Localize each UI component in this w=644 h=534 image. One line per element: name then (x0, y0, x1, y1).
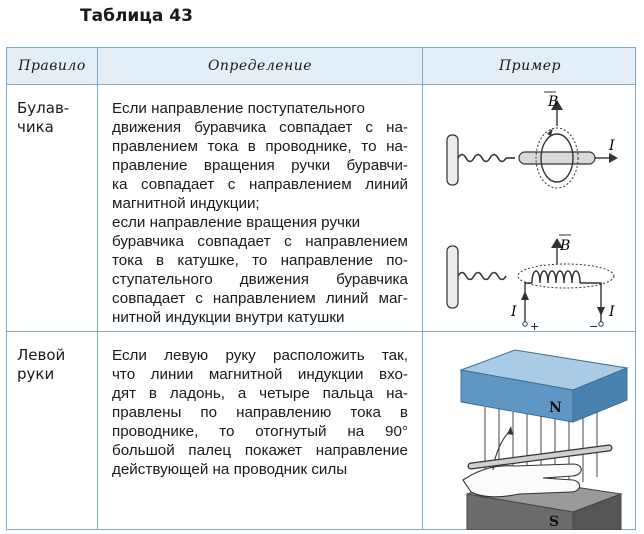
definition-line: если направление вращения ручки (112, 214, 361, 231)
definition-line: Если левую руку расположить так, (112, 347, 408, 364)
gimlet-screw (457, 153, 507, 163)
b-label: B (559, 238, 570, 254)
gimlet-handle (446, 245, 459, 309)
definition-gimlet: Если направление поступательного движени… (112, 99, 408, 327)
definition-line: тока в катушке, то направление по- (112, 252, 408, 269)
minus-terminal-label: − (589, 320, 598, 331)
table-caption: Таблица 43 (80, 6, 193, 26)
b-vector-arrow (551, 100, 563, 110)
definition-line: правлены по направлению тока в (112, 404, 408, 421)
definition-line: ка совпадает с направлением линий (112, 176, 408, 193)
current-arrow (521, 291, 529, 300)
definition-line: буравчика совпадает с направлением (112, 233, 408, 250)
field-line-loop (540, 133, 574, 183)
rule-name-line: чика (17, 118, 54, 136)
field-line-loop (517, 263, 615, 289)
current-label: I (510, 304, 517, 320)
header-definition: Определение (207, 58, 313, 74)
b-vector-arrow (551, 238, 563, 248)
definition-line: ступательного движения буравчика (112, 271, 408, 288)
left-hand (462, 463, 582, 498)
coil-diagram: B I I + − (446, 234, 615, 331)
straight-conductor-diagram: B I (446, 91, 618, 189)
rules-table: Правило Определение Пример Булав- чика Е… (6, 47, 636, 530)
rule-name-gimlet: Булав- чика (17, 99, 97, 137)
rule-name-line: руки (17, 365, 55, 383)
north-magnet: N (459, 349, 629, 423)
column-divider (97, 48, 98, 529)
south-magnet: S (466, 477, 623, 530)
definition-line: движения буравчика совпадает с на- (112, 119, 408, 136)
current-arrow (597, 307, 605, 316)
plus-terminal-label: + (530, 320, 539, 331)
table-header-row: Правило Определение Пример (7, 48, 635, 85)
header-example: Пример (498, 58, 562, 74)
rule-name-line: Булав- (17, 99, 70, 117)
definition-line: правлением тока в проводнике, то на- (112, 138, 408, 155)
definition-line: что линии магнитной индукции вхо- (112, 366, 408, 383)
south-pole-label: S (549, 514, 559, 530)
current-label: I (608, 138, 615, 154)
coil-turns (531, 270, 581, 284)
definition-left-hand: Если левую руку расположить так, что лин… (112, 346, 408, 479)
definition-line: проводнике, то отогнутый на 90° (112, 423, 408, 440)
coil-lead (524, 282, 532, 322)
conductor-rod (518, 151, 596, 165)
rule-name-line: Левой (17, 346, 66, 364)
definition-line: правление вращения ручки буравчи- (112, 157, 408, 174)
definition-line: нитной индукции внутри катушки (112, 309, 345, 326)
definition-line: большой палец покажет направление (112, 442, 408, 459)
coil-lead (580, 282, 602, 322)
definition-line: совпадает с направлением линий маг- (112, 290, 408, 307)
header-rule: Правило (18, 58, 86, 74)
definition-line: Если направление поступательного (112, 100, 365, 117)
force-arrow (507, 426, 513, 435)
rule-name-left-hand: Левой руки (17, 346, 97, 384)
north-pole-label: N (549, 400, 562, 416)
field-direction-arrow (547, 128, 553, 136)
row-divider (7, 331, 635, 332)
gimlet-handle (446, 134, 459, 186)
definition-line: дят в ладонь, а четыре пальца на- (112, 385, 408, 402)
current-arrow (609, 153, 618, 163)
gimlet-screw (457, 271, 507, 281)
column-divider (422, 48, 423, 529)
left-hand-rule-illustration: N S (459, 349, 629, 530)
gimlet-rule-illustration: B I B I I + − (446, 91, 618, 331)
definition-line: действующей на проводник силы (112, 461, 348, 478)
b-label: B (547, 94, 558, 110)
current-label: I (608, 304, 615, 320)
field-line-loop (535, 127, 579, 189)
definition-line: магнитной индукции; (112, 195, 260, 212)
